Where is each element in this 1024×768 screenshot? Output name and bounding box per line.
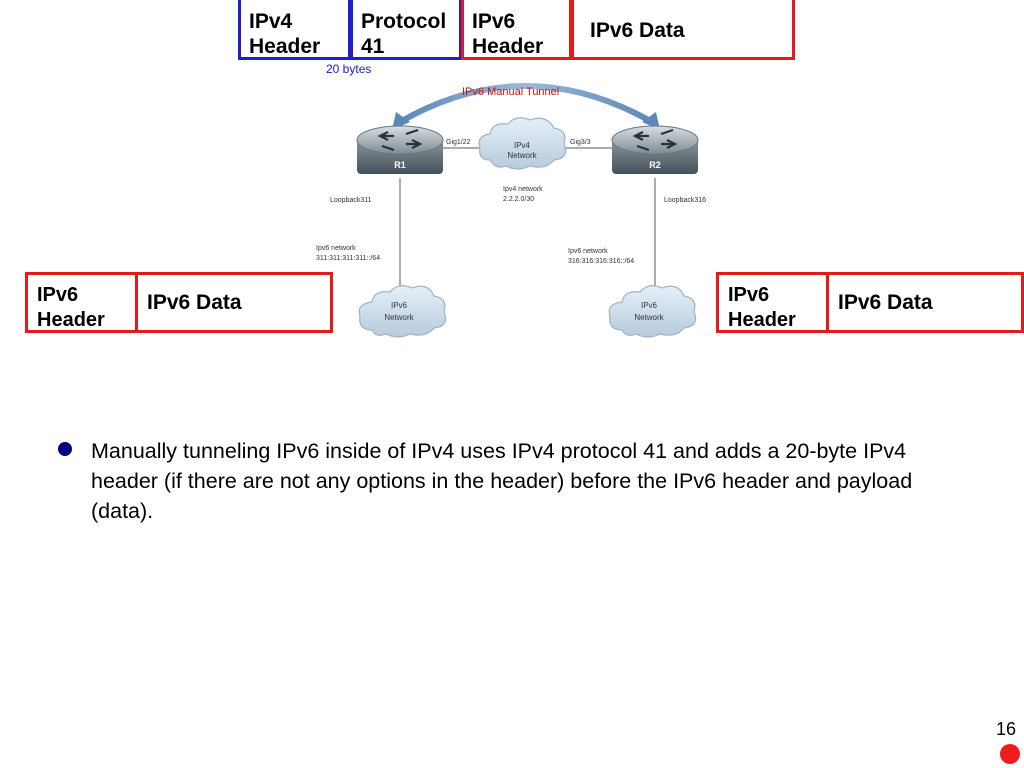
ipv4-network-label-line1: Ipv4 network: [503, 186, 543, 193]
left-ipv6-cloud-label-line1: IPv6: [391, 301, 408, 310]
right-ipv6-network-label-line1: Ipv6 network: [568, 248, 608, 255]
right-ipv6-data-box: [826, 272, 1024, 333]
r1-label: R1: [394, 160, 406, 170]
tunnel-label: IPv6 Manual Tunnel: [462, 86, 559, 98]
r2-loopback-label: Loopback316: [664, 197, 706, 204]
router-r1-icon: [356, 125, 444, 174]
top-ipv6-data-label: IPv6 Data: [590, 19, 685, 42]
tunnel-arc: [398, 83, 654, 125]
right-ipv6-header-label-line2: Header: [728, 309, 796, 331]
r2-label: R2: [649, 160, 661, 170]
top-ipv4-header-label-line2: Header: [249, 35, 321, 58]
right-ipv6-cloud-label-line1: IPv6: [641, 301, 658, 310]
left-ipv6-header-box: [25, 272, 138, 333]
size-note: 20 bytes: [326, 62, 372, 76]
network-diagram: R1 R2 IPv4 Network IPv6 Network IPv6 Net…: [316, 83, 706, 338]
left-ipv6-header-label-line1: IPv6: [37, 284, 79, 306]
r1-interface-label: Gig1/22: [446, 139, 471, 146]
top-protocol-label-line1: Protocol: [361, 10, 447, 33]
top-ipv6-data-box: [571, 0, 795, 60]
tunnel-arrow-left: [392, 112, 410, 130]
right-ipv6-data-label: IPv6 Data: [838, 291, 933, 314]
page-number: 16: [995, 719, 1016, 739]
top-ipv6-header-label-line1: IPv6: [472, 10, 516, 33]
corner-dot-icon: [1000, 744, 1020, 764]
left-ipv6-cloud-icon: [358, 285, 447, 338]
ipv4-cloud-icon: [478, 117, 567, 170]
right-ipv6-network-label-line2: 316:316:316:316::/64: [568, 258, 634, 265]
bullet-text: Manually tunneling IPv6 inside of IPv4 u…: [91, 439, 913, 523]
top-ipv4-header-label-line1: IPv4: [249, 10, 293, 33]
ipv4-cloud-label-line1: IPv4: [514, 141, 531, 150]
r1-loopback-label: Loopback311: [330, 197, 372, 204]
left-ipv6-data-box: [135, 272, 333, 333]
top-ipv6-header-label-line2: Header: [472, 35, 544, 58]
right-ipv6-cloud-icon: [608, 285, 697, 338]
left-ipv6-network-label-line2: 311:311:311:311::/64: [316, 255, 380, 262]
top-ipv4-header-box: [238, 0, 351, 60]
router-r2-icon: [611, 125, 699, 174]
r2-interface-label: Gig3/3: [570, 139, 591, 146]
right-ipv6-header-label-line1: IPv6: [728, 284, 770, 306]
left-ipv6-data-label: IPv6 Data: [147, 291, 242, 314]
ipv4-network-label-line2: 2.2.2.0/30: [503, 196, 534, 203]
ipv4-cloud-label-line2: Network: [507, 151, 537, 160]
bullet-dot: [58, 442, 72, 456]
right-ipv6-header-box: [716, 272, 829, 333]
top-protocol-label-line2: 41: [361, 35, 385, 58]
left-ipv6-network-label-line1: Ipv6 network: [316, 245, 356, 252]
right-ipv6-cloud-label-line2: Network: [634, 313, 664, 322]
top-protocol-box: [350, 0, 462, 60]
tunnel-arrow-right: [642, 112, 660, 130]
top-ipv6-header-box: [461, 0, 572, 60]
left-ipv6-header-label-line2: Header: [37, 309, 105, 331]
left-ipv6-cloud-label-line2: Network: [384, 313, 414, 322]
